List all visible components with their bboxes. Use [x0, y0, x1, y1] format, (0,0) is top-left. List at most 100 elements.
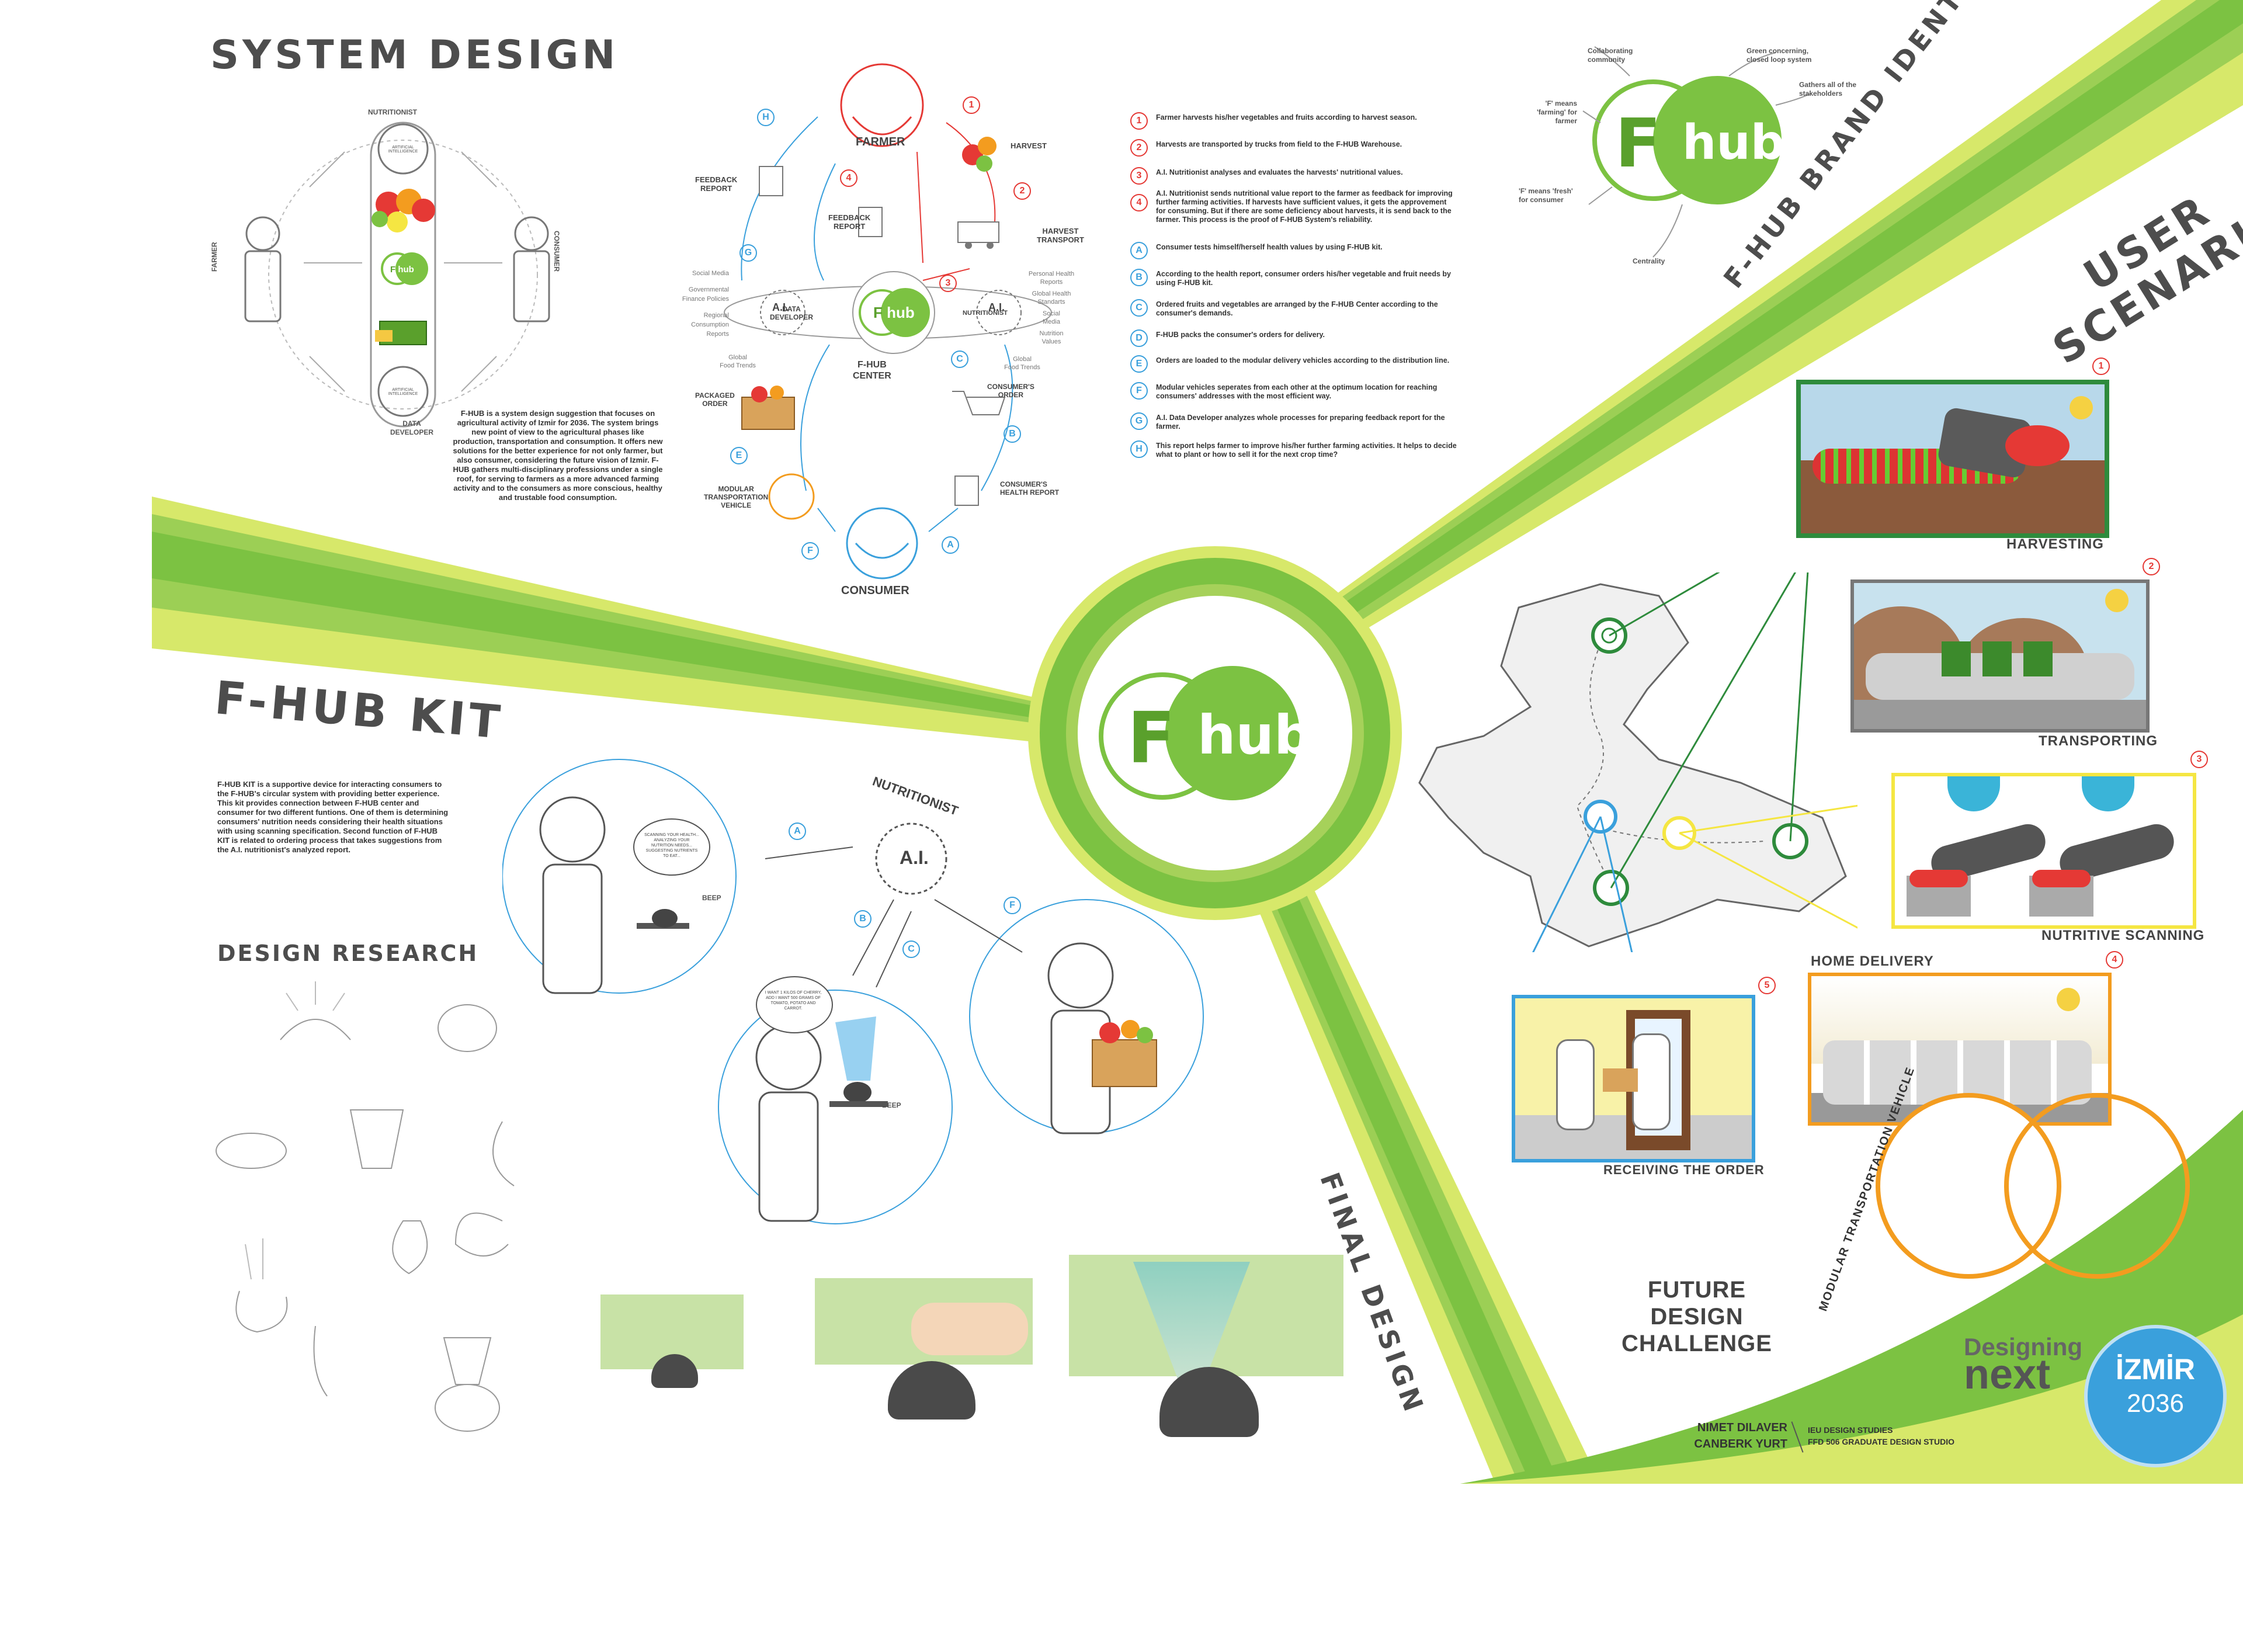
map-pin-harvest-inner: [1601, 627, 1617, 644]
kit-person-3-head: [1047, 942, 1114, 1009]
render-2-hand: [911, 1303, 1028, 1355]
small-logo-text: F hub: [390, 265, 414, 275]
brand-green: Green concerning, closed loop system: [1747, 47, 1812, 64]
kit-description: F-HUB KIT is a supportive device for int…: [217, 780, 449, 854]
scenario-num-1: 1: [2092, 358, 2110, 375]
system-design-title: SYSTEM DESIGN: [210, 32, 619, 78]
receiver-figure: [1632, 1033, 1671, 1130]
courier-figure: [1556, 1039, 1595, 1130]
kit-box-fruit: [1121, 1020, 1140, 1039]
small-logo-disc: [395, 252, 428, 285]
sketch-finger: [313, 1325, 328, 1397]
izmir-label: İZMİR: [2115, 1353, 2196, 1386]
kit-arrow-b-label: B: [854, 910, 871, 928]
truck-icon: [957, 221, 999, 243]
brand-line-green: [1728, 52, 1776, 77]
caption-nutritive-scanning: NUTRITIVE SCANNING: [2041, 928, 2205, 943]
consumer-body: [513, 250, 550, 322]
kit-arrow-c: [876, 911, 912, 988]
future-design-circles: [1876, 1093, 2190, 1279]
road: [1854, 700, 2146, 729]
sketch-disc: [216, 1133, 287, 1169]
kit-hologram: [835, 1016, 876, 1081]
brand-line-centrality: [1652, 204, 1683, 258]
cycle-step-2: 2: [1013, 182, 1031, 200]
cycle-step-b: B: [1004, 425, 1021, 443]
kit-beep-1: BEEP: [702, 894, 721, 902]
tomato-icon: [376, 192, 401, 217]
panel-nutritive-scanning: [1891, 773, 2196, 929]
ai-pill-label-bottom: ARTIFICIAL INTELLIGENCE: [388, 388, 418, 396]
map-outline: [1418, 583, 1847, 948]
map-route: [1576, 630, 1613, 889]
brand-line-farming: [1582, 110, 1601, 123]
kit-device-2: [843, 1082, 871, 1103]
kit-arrow-f-label: F: [1004, 897, 1021, 914]
kit-ai-circle: [875, 822, 947, 895]
sketch-cup: [443, 1337, 492, 1385]
sketch-ring: [435, 1384, 500, 1432]
stakeholder-diagram: [244, 122, 550, 428]
caption-transporting: TRANSPORTING: [2039, 733, 2158, 749]
farmer-label: FARMER: [210, 242, 218, 272]
crate-1-tomatoes: [1909, 870, 1968, 887]
sun-icon: [2070, 396, 2093, 419]
sketch-hand-orb: [438, 1004, 497, 1052]
kit-person-2-head: [755, 1024, 822, 1091]
farmer-head: [245, 216, 280, 251]
panel-receiving: [1512, 995, 1755, 1162]
harvest-greens-icon: [976, 155, 992, 172]
arc-4: [916, 151, 923, 263]
arc-1-2: [946, 122, 996, 240]
caption-home-delivery: HOME DELIVERY: [1811, 953, 1934, 969]
system-description: F-HUB is a system design suggestion that…: [453, 409, 663, 502]
data-developer-ai-icon: [377, 366, 429, 417]
stakeholder-ring: [268, 140, 538, 409]
kit-arrow-b: [852, 899, 894, 976]
cycle-harvest-label: HARVEST: [1011, 141, 1047, 150]
center-logo-disc: [881, 288, 930, 337]
nutritionist-ai-icon: [377, 123, 429, 175]
modular-vehicle-icon: [768, 473, 815, 520]
ray-ur-green: [1291, 0, 2243, 648]
apple-icon: [412, 199, 435, 222]
design-research-sketches: [216, 981, 515, 1432]
arrow-sw: [309, 356, 345, 392]
cycle-step-g: G: [739, 244, 757, 262]
hub-logo-f: F: [1127, 698, 1175, 779]
arc-a: [928, 508, 959, 532]
sketch-pod: [454, 1212, 509, 1257]
cycle-center-logo: F hub: [873, 304, 915, 321]
brand-logo-dot: [1668, 137, 1679, 149]
kit-person-1-body: [542, 863, 603, 994]
cycle-step-h: H: [757, 109, 775, 126]
kit-illustrations: [502, 759, 1204, 1224]
bin-1: [1942, 641, 1971, 676]
brand-centrality: Centrality: [1633, 257, 1665, 265]
consumer-head: [514, 216, 549, 251]
brand-f-farming: 'F' means 'farming' for farmer: [1536, 99, 1577, 125]
farmer-smile: [852, 116, 912, 136]
bin-3: [2023, 641, 2053, 676]
cycle-step-1: 1: [963, 96, 980, 114]
arrow-ne: [461, 151, 497, 188]
future-circle-2: [2004, 1093, 2190, 1279]
cycle-consumer-label: CONSUMER: [841, 584, 909, 597]
kit-arrow-a: [765, 846, 853, 859]
stakeholder-pill: [370, 122, 436, 428]
kit-box-tomato: [1099, 1022, 1120, 1043]
